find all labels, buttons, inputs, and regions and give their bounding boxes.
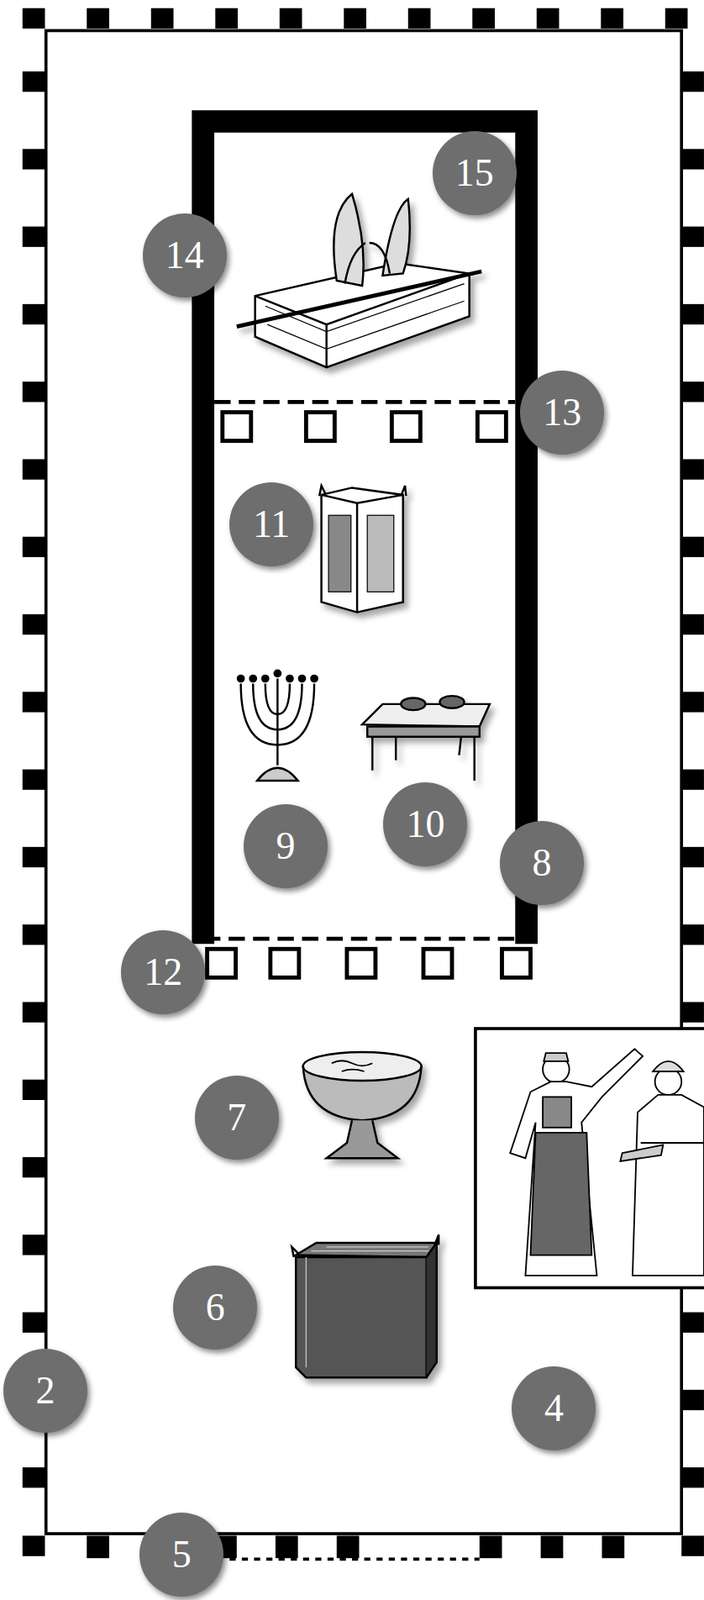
court-gate: [229, 1557, 480, 1561]
callout-number: 10: [383, 782, 468, 867]
fence-post: [22, 536, 46, 557]
fence-posts: [22, 8, 704, 1559]
ark-of-covenant: [236, 194, 482, 368]
tent-walls: [191, 110, 538, 944]
pillar: [305, 412, 335, 442]
fence-post: [22, 381, 46, 402]
fence-post: [86, 1535, 110, 1559]
callout-number: 4: [511, 1365, 596, 1451]
fence-post: [22, 1466, 46, 1487]
fence-post: [665, 8, 689, 29]
fence-post: [22, 1001, 46, 1022]
bronze-altar: [291, 1234, 439, 1377]
fence-post: [681, 614, 704, 635]
pillars: [207, 412, 531, 978]
fence-post: [681, 71, 704, 92]
pillar: [207, 948, 237, 978]
fence-post: [151, 8, 174, 29]
fence-post: [681, 924, 704, 945]
fence-post: [22, 148, 46, 169]
fence-post: [602, 1535, 626, 1559]
fence-post: [22, 226, 46, 247]
callout-number: 5: [139, 1512, 224, 1597]
fence-post: [22, 304, 46, 325]
pillar: [423, 948, 452, 978]
fence-post: [279, 8, 303, 29]
fence-post: [541, 1535, 564, 1559]
fence-post: [22, 691, 46, 712]
fence-post: [681, 1389, 704, 1410]
fence-post: [681, 148, 704, 169]
fence-post: [22, 1079, 46, 1100]
callout-number: 8: [499, 820, 584, 905]
fence-post: [22, 846, 46, 867]
court-fence: [46, 30, 683, 1534]
pillar: [222, 412, 252, 442]
fence-post: [681, 381, 704, 402]
callout-number: 11: [229, 482, 314, 567]
callout-number: 9: [243, 803, 328, 888]
fence-post: [22, 458, 46, 479]
fence-post: [22, 71, 46, 92]
fence-post: [681, 536, 704, 557]
fence-post: [22, 1535, 46, 1556]
tent-door: [204, 936, 536, 941]
fence-post: [681, 226, 704, 247]
fence-post: [22, 1156, 46, 1177]
callout-number: 12: [120, 929, 205, 1014]
pillar: [270, 948, 300, 978]
pillar: [477, 412, 506, 442]
fence-post: [536, 8, 560, 29]
callout-number: 14: [142, 213, 227, 298]
callout-number: 6: [173, 1265, 258, 1350]
fence-post: [408, 8, 431, 29]
fence-post: [681, 769, 704, 790]
fence-post: [681, 846, 704, 867]
fence-post: [275, 1535, 299, 1559]
callout-number: 2: [3, 1348, 88, 1433]
fence-post: [600, 8, 624, 29]
fence-post: [681, 691, 704, 712]
fence-post: [681, 458, 704, 479]
callout-number: 7: [194, 1075, 279, 1160]
pillar: [346, 948, 376, 978]
pillar: [391, 412, 421, 442]
fence-post: [22, 924, 46, 945]
fence-post: [343, 8, 367, 29]
fence-post: [215, 8, 238, 29]
bronze-laver: [303, 1051, 422, 1158]
callout-number: 15: [432, 131, 517, 216]
priests-panel: [475, 1028, 704, 1288]
table-of-showbread: [362, 695, 490, 781]
menorah: [237, 670, 318, 781]
pillar: [502, 948, 531, 978]
fence-post: [22, 614, 46, 635]
fence-post: [22, 1312, 46, 1333]
altar-of-incense: [319, 485, 406, 613]
fence-post: [681, 1466, 704, 1487]
fence-post: [681, 1535, 704, 1556]
fence-post: [22, 769, 46, 790]
fence-post: [472, 8, 495, 29]
fence-post: [336, 1535, 360, 1559]
fence-post: [681, 1312, 704, 1333]
callout-number: 13: [520, 370, 605, 455]
fence-post: [22, 1234, 46, 1255]
fence-post: [479, 1535, 503, 1559]
fence-post: [681, 304, 704, 325]
veil: [214, 399, 515, 405]
fence-post: [86, 8, 110, 29]
fence-post: [681, 1001, 704, 1022]
fence-post: [22, 8, 46, 29]
